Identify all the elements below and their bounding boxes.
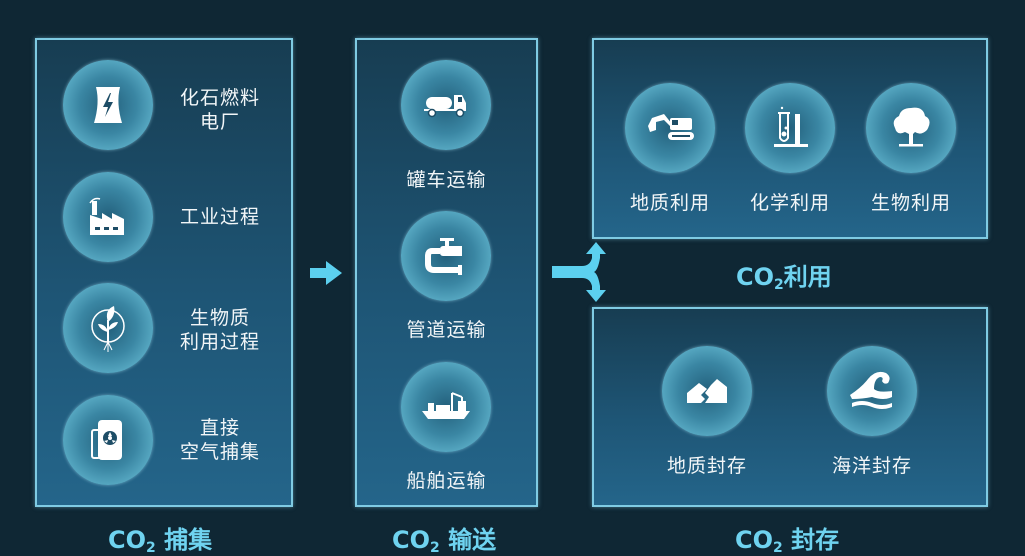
label-line1: 生物质: [189, 307, 250, 329]
label-line1: 直接: [199, 417, 240, 439]
storage-panel: [592, 307, 988, 507]
capture-item-1: [63, 60, 153, 150]
label: 罐车运输: [406, 169, 487, 191]
utilization-title: CO2利用: [736, 257, 832, 293]
capture-item-1-label: 化石燃料 电厂: [160, 86, 280, 134]
utilization-item-2: [745, 83, 835, 173]
ocean-wave-icon: [850, 371, 892, 409]
factory-icon: [89, 197, 124, 235]
storage-title: CO2 封存: [735, 520, 839, 556]
transport-item-1-label: 罐车运输: [375, 168, 518, 192]
test-tube-icon: [774, 106, 808, 147]
transport-item-2-label: 管道运输: [375, 318, 518, 342]
utilization-item-2-label: 化学利用: [730, 191, 850, 215]
capture-item-3-label: 生物质 利用过程: [160, 306, 280, 354]
capture-item-4-label: 直接 空气捕集: [160, 416, 280, 464]
title-suffix: 输送: [448, 526, 497, 554]
capture-item-4: [63, 395, 153, 485]
label-line1: 化石燃料: [179, 87, 260, 109]
capture-title: CO2 捕集: [108, 520, 212, 556]
title-prefix: CO: [735, 526, 774, 554]
label-line2: 空气捕集: [179, 441, 260, 463]
label: 地质利用: [629, 192, 710, 214]
storage-item-2: [827, 346, 917, 436]
label: 管道运输: [406, 319, 487, 341]
excavator-icon: [648, 114, 694, 140]
capture-item-2: [63, 172, 153, 262]
capture-item-3: [63, 283, 153, 373]
title-prefix: CO: [108, 526, 147, 554]
transport-item-1: [401, 60, 491, 150]
title-sub: 2: [430, 540, 440, 556]
transport-item-3-label: 船舶运输: [375, 469, 518, 493]
title-prefix: CO: [736, 263, 775, 291]
tree-icon: [893, 107, 930, 147]
utilization-item-3: [866, 83, 956, 173]
title-sub: 2: [774, 277, 784, 293]
label: 船舶运输: [406, 470, 487, 492]
label-line2: 电厂: [199, 111, 240, 133]
capture-item-2-label: 工业过程: [160, 205, 280, 229]
pipeline-icon: [425, 238, 462, 275]
label: 化学利用: [749, 192, 830, 214]
title-suffix: 利用: [783, 263, 832, 291]
title-suffix: 封存: [791, 526, 840, 554]
label: 海洋封存: [831, 455, 912, 477]
label: 地质封存: [666, 455, 747, 477]
arrow-right-icon: [310, 261, 342, 285]
power-plant-icon: [94, 87, 122, 123]
utilization-item-1-label: 地质利用: [610, 191, 730, 215]
title-suffix: 捕集: [164, 526, 213, 554]
air-capture-unit-icon: [91, 420, 122, 460]
transport-item-2: [401, 211, 491, 301]
storage-item-2-label: 海洋封存: [812, 454, 932, 478]
title-sub: 2: [773, 540, 783, 556]
rock-layers-icon: [687, 379, 727, 403]
label: 生物利用: [870, 192, 951, 214]
cargo-ship-icon: [422, 392, 470, 419]
title-prefix: CO: [392, 526, 431, 554]
storage-item-1: [662, 346, 752, 436]
label-line2: 利用过程: [179, 331, 260, 353]
branch-arrow-icon: [552, 242, 606, 302]
utilization-item-3-label: 生物利用: [851, 191, 971, 215]
utilization-item-1: [625, 83, 715, 173]
label-line1: 工业过程: [179, 206, 260, 228]
storage-item-1-label: 地质封存: [647, 454, 767, 478]
title-sub: 2: [146, 540, 156, 556]
transport-title: CO2 输送: [392, 520, 496, 556]
tanker-truck-icon: [424, 95, 466, 118]
transport-item-3: [401, 362, 491, 452]
plant-sprout-icon: [91, 306, 125, 352]
